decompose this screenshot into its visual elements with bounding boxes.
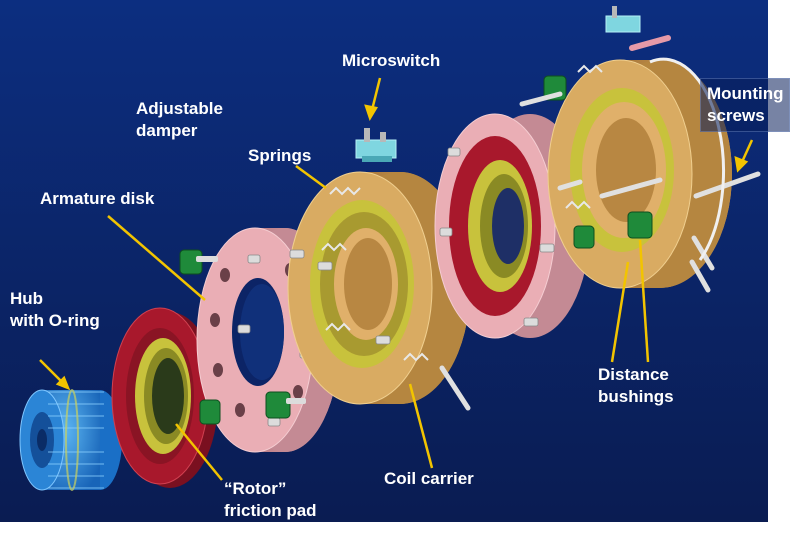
- label-adjustable-damper: Adjustable damper: [136, 98, 223, 142]
- label-rotor-friction-pad: “Rotor” friction pad: [224, 478, 317, 522]
- label-mounting-line-1: Mounting: [707, 84, 784, 103]
- label-distance-bushings: Distance bushings: [598, 364, 674, 408]
- label-hub-line-2: with O-ring: [10, 311, 100, 330]
- label-microswitch-text: Microswitch: [342, 51, 441, 70]
- label-distance-line-1: Distance: [598, 365, 669, 384]
- label-damper-line-1: Adjustable: [136, 99, 223, 118]
- hub-with-o-ring: [19, 389, 122, 491]
- label-coil-carrier: Coil carrier: [384, 468, 474, 490]
- label-mounting-screws: Mounting screws: [700, 78, 791, 132]
- label-distance-line-2: bushings: [598, 387, 674, 406]
- armature-disk: [179, 227, 340, 453]
- label-springs-text: Springs: [248, 146, 312, 165]
- label-mounting-line-2: screws: [707, 106, 765, 125]
- end-plate: [519, 6, 761, 293]
- microswitch-part: [355, 128, 397, 162]
- label-coil-text: Coil carrier: [384, 469, 474, 488]
- label-rotor-line-1: “Rotor”: [224, 479, 287, 498]
- label-microswitch: Microswitch: [342, 50, 440, 72]
- label-hub-line-1: Hub: [10, 289, 44, 308]
- leader-lines: [39, 77, 754, 481]
- label-damper-line-2: damper: [136, 121, 198, 140]
- label-springs: Springs: [248, 145, 311, 167]
- label-hub-with-o-ring: Hub with O-ring: [10, 288, 100, 332]
- label-armature-text: Armature disk: [40, 189, 155, 208]
- white-border-bottom: [0, 522, 800, 537]
- label-armature-disk: Armature disk: [40, 188, 154, 210]
- label-rotor-line-2: friction pad: [224, 501, 317, 520]
